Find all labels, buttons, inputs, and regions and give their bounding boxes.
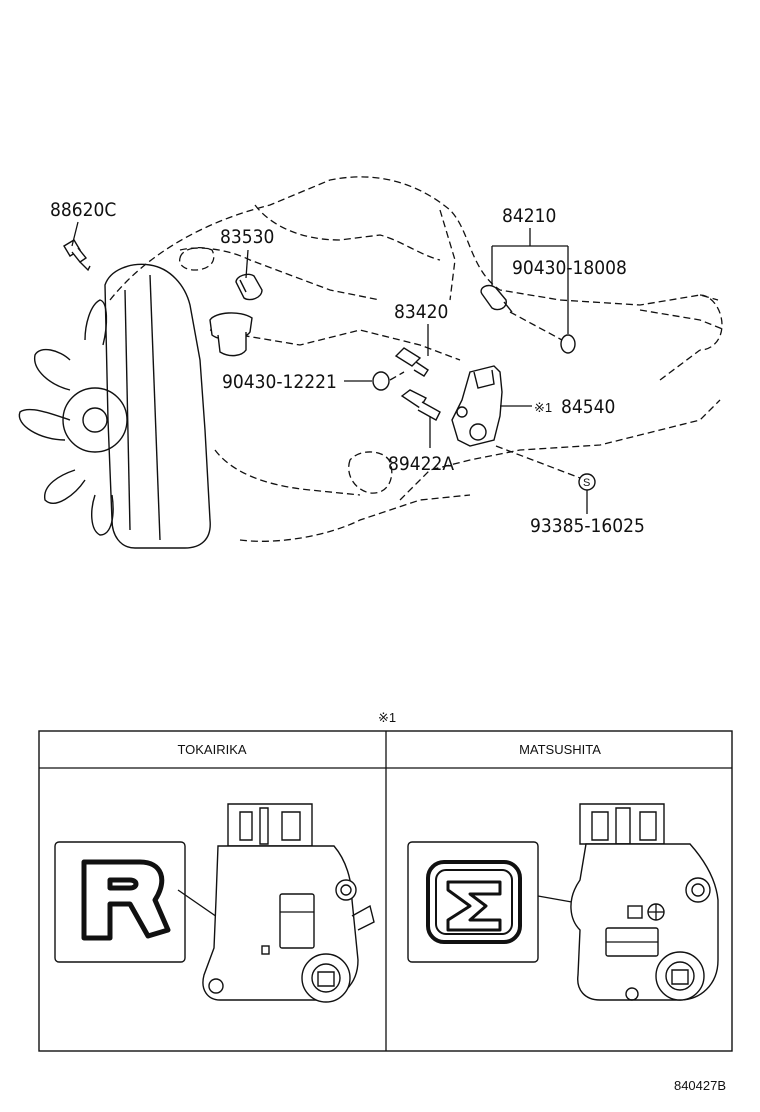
part-84210-switch[interactable] (480, 284, 513, 313)
tokairika-switch-drawing (202, 803, 375, 1003)
part-88620c-sensor[interactable] (63, 239, 91, 272)
drawing-code: 840427B (674, 1078, 726, 1093)
table-note: ※1 (378, 710, 396, 725)
leader-lines (71, 221, 588, 514)
part-89422a-sensor[interactable] (400, 389, 441, 421)
callout-93385-16025: 93385-16025 (530, 515, 645, 537)
header-matsushita: MATSUSHITA (519, 742, 601, 757)
gasket-90430-12221[interactable] (372, 371, 390, 391)
svg-text:S: S (583, 477, 590, 489)
gasket-90430-18008[interactable] (560, 334, 576, 354)
matsushita-switch-drawing (570, 803, 719, 1001)
part-83530-switch[interactable] (235, 273, 263, 301)
callout-88620c: 88620C (50, 199, 116, 221)
engine-assembly-drawing (18, 176, 726, 549)
tokairika-logo-box (54, 841, 186, 963)
callout-84540-mark: ※1 (534, 400, 552, 415)
callout-90430-18008: 90430-18008 (512, 257, 627, 279)
part-84540-switch[interactable] (451, 365, 503, 447)
callout-90430-12221: 90430-12221 (222, 371, 337, 393)
matsushita-logo-box (407, 841, 539, 963)
variant-table (38, 730, 733, 1052)
part-83420-sensor[interactable] (394, 347, 429, 377)
callout-83530: 83530 (220, 226, 274, 248)
callout-89422a: 89422A (388, 453, 454, 475)
header-tokairika: TOKAIRIKA (177, 742, 246, 757)
callout-83420: 83420 (394, 301, 448, 323)
callout-84540: 84540 (561, 396, 615, 418)
callout-84210: 84210 (502, 205, 556, 227)
